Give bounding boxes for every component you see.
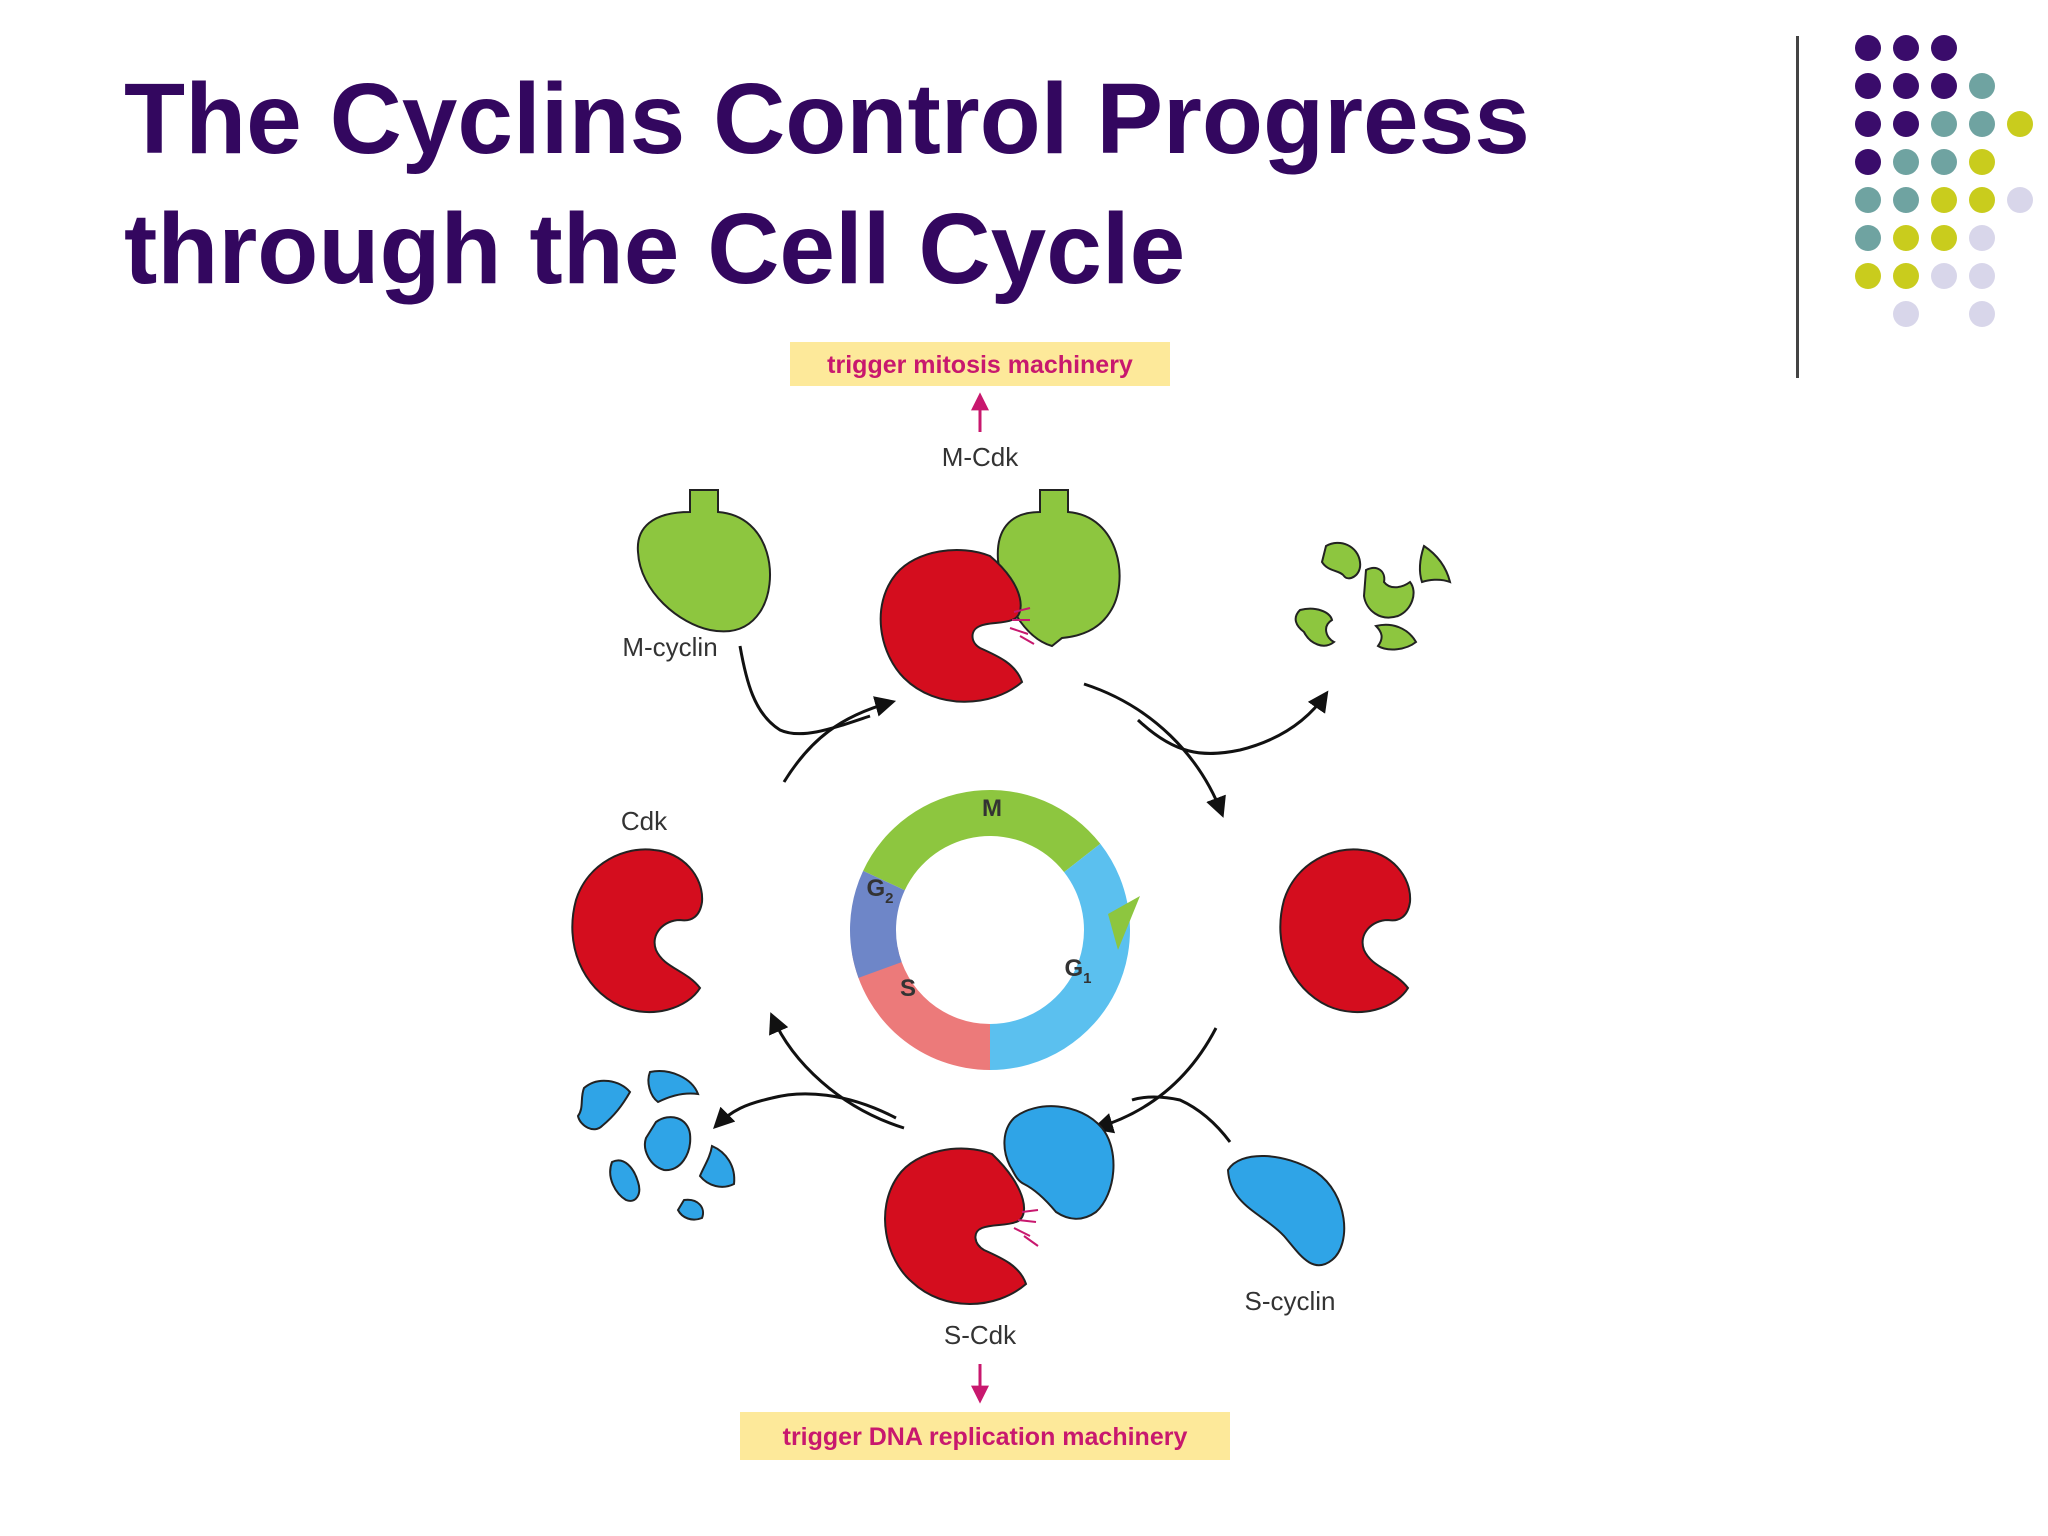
cell-cycle-phase-ring bbox=[850, 790, 1140, 1070]
decorative-dot bbox=[1931, 111, 1957, 137]
cdk-free-right bbox=[1279, 848, 1412, 1014]
phase-segment-m bbox=[863, 790, 1101, 891]
decorative-dot bbox=[1893, 111, 1919, 137]
phase-label-g1: G bbox=[1064, 955, 1083, 982]
slide-title-line-1: The Cyclins Control Progress bbox=[124, 63, 1530, 175]
decorative-dot bbox=[2007, 187, 2033, 213]
phase-segment-g2 bbox=[850, 870, 905, 978]
decorative-dot bbox=[1931, 73, 1957, 99]
decorative-dot bbox=[1931, 263, 1957, 289]
trigger-replication-box: trigger DNA replication machinery bbox=[740, 1412, 1230, 1460]
decorative-dot bbox=[1893, 301, 1919, 327]
phase-label-s: S bbox=[900, 975, 916, 1002]
decorative-dot bbox=[1855, 111, 1881, 137]
decorative-dot bbox=[1893, 263, 1919, 289]
title-divider-line bbox=[1796, 36, 1799, 378]
phase-segment-g1 bbox=[990, 843, 1130, 1070]
phase-label-g1-subscript: 1 bbox=[1083, 970, 1091, 987]
arrow-s-cdk-to-cdk bbox=[769, 1012, 905, 1130]
arrow-m-cyclin-binding bbox=[738, 645, 871, 736]
s-cdk-complex bbox=[884, 1105, 1115, 1305]
cell-cycle-diagram: trigger mitosis machinery M-Cdk M-cyclin… bbox=[571, 342, 1452, 1460]
m-cyclin-label: M-cyclin bbox=[622, 632, 717, 662]
decorative-dot bbox=[1855, 263, 1881, 289]
decorative-dot bbox=[1969, 301, 1995, 327]
svg-text:G1: G1 bbox=[1064, 955, 1091, 987]
decorative-dot bbox=[1969, 73, 1995, 99]
cdk-label: Cdk bbox=[621, 806, 668, 836]
decorative-dot bbox=[1931, 35, 1957, 61]
m-cdk-label: M-Cdk bbox=[942, 442, 1020, 472]
trigger-replication-label: trigger DNA replication machinery bbox=[783, 1423, 1188, 1451]
decorative-dot bbox=[1931, 225, 1957, 251]
decorative-dot bbox=[1969, 187, 1995, 213]
phase-label-m: M bbox=[982, 795, 1002, 822]
decorative-dot bbox=[1969, 149, 1995, 175]
dot-grid-decoration bbox=[1855, 35, 2033, 327]
slide-title: The Cyclins Control Progress through the… bbox=[124, 54, 1764, 314]
phase-segment-s bbox=[852, 946, 990, 1070]
slide-title-line-2: through the Cell Cycle bbox=[124, 193, 1186, 305]
arrow-m-cdk-to-cdk bbox=[1083, 682, 1226, 818]
decorative-dot bbox=[1855, 187, 1881, 213]
decorative-dot bbox=[1893, 73, 1919, 99]
s-cyclin-degraded-fragments bbox=[576, 1070, 736, 1221]
decorative-dot bbox=[1969, 225, 1995, 251]
decorative-dot bbox=[1855, 35, 1881, 61]
phase-label-g2-subscript: 2 bbox=[885, 890, 893, 907]
decorative-dot bbox=[1893, 187, 1919, 213]
arrow-s-cyclin-binding bbox=[1131, 1095, 1232, 1143]
svg-text:G2: G2 bbox=[866, 875, 893, 907]
trigger-mitosis-box: trigger mitosis machinery bbox=[790, 342, 1170, 386]
decorative-dot bbox=[1893, 225, 1919, 251]
s-cdk-label: S-Cdk bbox=[944, 1320, 1017, 1350]
m-cyclin-degraded-fragments bbox=[1294, 541, 1452, 651]
decorative-dot bbox=[1931, 149, 1957, 175]
arrow-cdk-to-m-cdk bbox=[782, 696, 897, 783]
phase-label-g2: G bbox=[866, 875, 885, 902]
s-cyclin-free bbox=[1226, 1154, 1346, 1267]
decorative-dot bbox=[1969, 111, 1995, 137]
m-cdk-complex bbox=[879, 489, 1121, 703]
decorative-dot bbox=[1855, 225, 1881, 251]
decorative-dot bbox=[2007, 111, 2033, 137]
decorative-dot bbox=[1969, 263, 1995, 289]
trigger-mitosis-label: trigger mitosis machinery bbox=[827, 351, 1133, 379]
decorative-dot bbox=[1893, 35, 1919, 61]
cdk-free-left bbox=[571, 848, 704, 1014]
arrow-cdk-to-s-cdk bbox=[1091, 1027, 1218, 1134]
decorative-dot bbox=[1893, 149, 1919, 175]
decorative-dot bbox=[1855, 73, 1881, 99]
m-cyclin-free bbox=[636, 489, 771, 633]
decorative-dot bbox=[1855, 149, 1881, 175]
decorative-dot bbox=[1931, 187, 1957, 213]
phase-m-arrowhead bbox=[1108, 896, 1140, 950]
s-cyclin-label: S-cyclin bbox=[1244, 1286, 1335, 1316]
arrow-m-cyclin-degradation bbox=[1136, 690, 1329, 756]
arrow-s-cyclin-degradation bbox=[713, 1092, 897, 1129]
